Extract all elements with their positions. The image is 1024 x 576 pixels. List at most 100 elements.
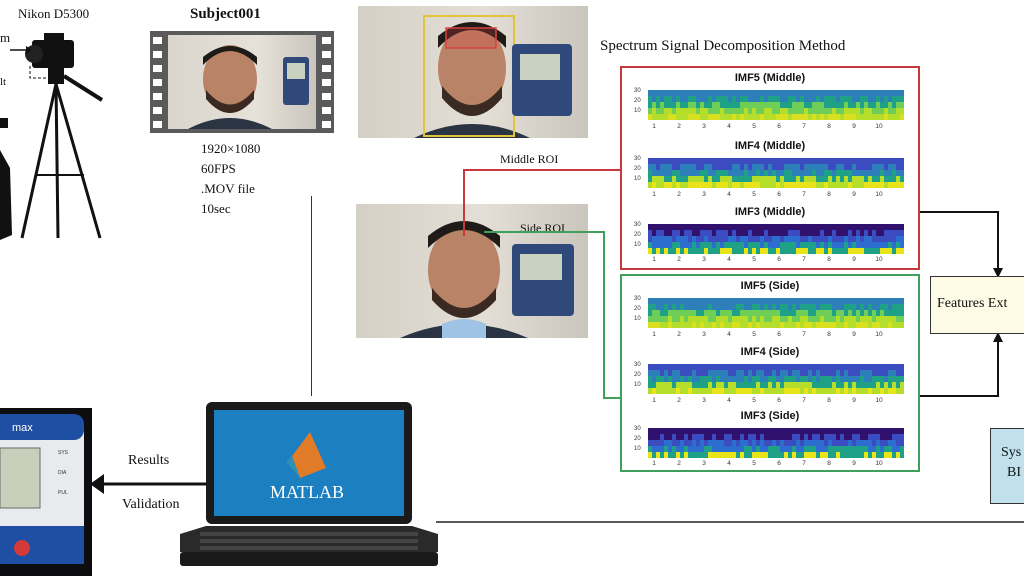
- x-tick-label: 6: [777, 191, 781, 198]
- bp-label-sys: SYS: [58, 450, 69, 456]
- camera-tripod-illustration: [0, 0, 130, 250]
- x-tick-label: 6: [777, 460, 781, 467]
- x-tick-label: 10: [875, 331, 883, 338]
- y-tick: 10: [634, 242, 641, 248]
- face-roi-image-top: [414, 15, 572, 138]
- spectrogram-image: [648, 90, 904, 120]
- x-tick-label: 5: [752, 191, 756, 198]
- y-tick: 10: [634, 108, 641, 114]
- x-tick-label: 4: [727, 460, 731, 467]
- spec-fps: 60FPS: [201, 161, 236, 176]
- spectrogram-image: [648, 158, 904, 188]
- imf4-middle-spectrogram: [648, 158, 904, 188]
- x-tick-label: 5: [752, 397, 756, 404]
- y-tick: 20: [634, 306, 641, 312]
- x-tick-label: 9: [852, 191, 856, 198]
- spec-duration: 10sec: [201, 201, 231, 216]
- x-tick-label: 5: [752, 460, 756, 467]
- y-tick: 30: [634, 426, 641, 432]
- vertical-connector-line: [311, 196, 312, 396]
- x-tick-label: 8: [827, 331, 831, 338]
- x-tick-label: 9: [852, 331, 856, 338]
- x-tick-label: 1: [652, 460, 656, 467]
- imf5-middle-title: IMF5 (Middle): [734, 72, 806, 84]
- x-tick-label: 9: [852, 460, 856, 467]
- x-tick-label: 1: [652, 123, 656, 130]
- x-tick-label: 4: [727, 191, 731, 198]
- subject-title: Subject001: [190, 6, 261, 22]
- spectrogram-image: [648, 224, 904, 254]
- y-tick: 20: [634, 232, 641, 238]
- x-tick-label: 8: [827, 123, 831, 130]
- x-tick-label: 1: [652, 191, 656, 198]
- x-tick-label: 6: [777, 123, 781, 130]
- spectrogram-image: [648, 428, 904, 458]
- x-tick-label: 6: [777, 256, 781, 263]
- x-tick-label: 1: [652, 331, 656, 338]
- middle-roi-label: Middle ROI: [500, 152, 559, 166]
- x-tick-label: 3: [702, 191, 706, 198]
- x-tick-label: 10: [875, 123, 883, 130]
- x-tick-label: 7: [802, 460, 806, 467]
- face-roi-photo-top: [358, 6, 588, 138]
- x-tick-label: 6: [777, 397, 781, 404]
- x-tick-label: 8: [827, 397, 831, 404]
- subject-face-image: [188, 45, 309, 129]
- film-strip: [150, 31, 334, 133]
- y-tick: 30: [634, 156, 641, 162]
- face-roi-photo-bottom: [356, 204, 588, 338]
- imf3-middle-title: IMF3 (Middle): [734, 206, 806, 218]
- y-tick: 10: [634, 446, 641, 452]
- laptop-icon: [180, 402, 438, 566]
- features-extraction-box: Features Ext: [930, 276, 1024, 334]
- x-tick-label: 2: [677, 256, 681, 263]
- features-label: Features Ext: [937, 296, 1008, 311]
- y-tick: 20: [634, 98, 641, 104]
- y-tick: 30: [634, 296, 641, 302]
- x-tick-label: 2: [677, 397, 681, 404]
- bp-brand: max: [12, 422, 33, 434]
- x-tick-label: 7: [802, 331, 806, 338]
- y-tick: 20: [634, 166, 641, 172]
- x-tick-label: 8: [827, 256, 831, 263]
- x-tick-label: 4: [727, 331, 731, 338]
- imf4-side-spectrogram: [648, 364, 904, 394]
- method-title: Spectrum Signal Decomposition Method: [600, 38, 846, 54]
- subject-video-frame: [168, 35, 316, 129]
- x-tick-label: 5: [752, 331, 756, 338]
- x-tick-label: 3: [702, 256, 706, 263]
- x-tick-label: 9: [852, 123, 856, 130]
- system-label-line1: Sys: [1001, 445, 1022, 460]
- y-tick: 10: [634, 176, 641, 182]
- x-tick-label: 7: [802, 256, 806, 263]
- x-tick-label: 1: [652, 397, 656, 404]
- x-tick-label: 3: [702, 460, 706, 467]
- x-tick-label: 4: [727, 256, 731, 263]
- x-tick-label: 8: [827, 460, 831, 467]
- x-tick-label: 5: [752, 256, 756, 263]
- x-tick-label: 7: [802, 397, 806, 404]
- x-tick-label: 6: [777, 331, 781, 338]
- x-tick-label: 9: [852, 397, 856, 404]
- camera-partial-label-1: m: [0, 30, 11, 45]
- x-tick-label: 7: [802, 123, 806, 130]
- x-tick-label: 10: [875, 256, 883, 263]
- x-tick-label: 10: [875, 397, 883, 404]
- y-tick: 30: [634, 222, 641, 228]
- camera-tripod-icon: [0, 33, 104, 240]
- system-box: Sys BI: [990, 428, 1024, 504]
- spectrogram-image: [648, 364, 904, 394]
- bp-monitor-photo: max SYS DIA PUL: [0, 408, 92, 576]
- x-tick-label: 7: [802, 191, 806, 198]
- imf5-side-spectrogram: [648, 298, 904, 328]
- spectrogram-image: [648, 298, 904, 328]
- x-tick-label: 2: [677, 460, 681, 467]
- x-tick-label: 2: [677, 191, 681, 198]
- results-label: Results: [128, 453, 170, 468]
- x-tick-label: 3: [702, 397, 706, 404]
